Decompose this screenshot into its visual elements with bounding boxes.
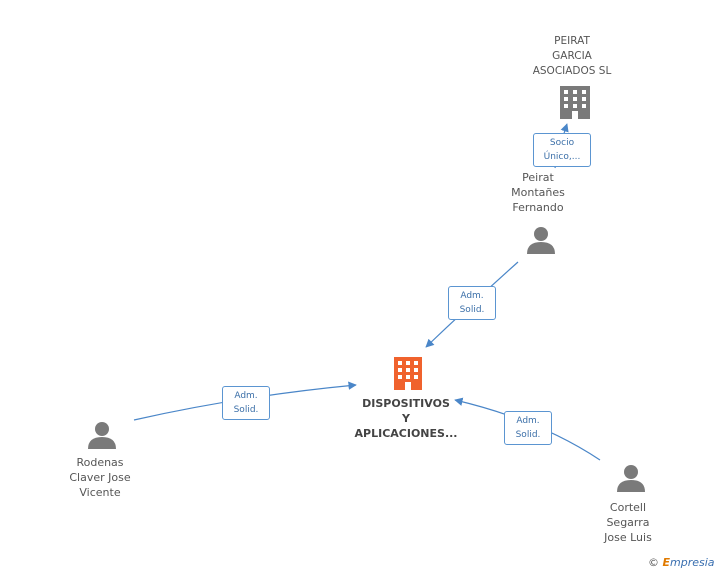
edge-label-socio[interactable]: Socio Único,... bbox=[533, 133, 591, 167]
person-icon-peirat-montanes[interactable] bbox=[527, 227, 555, 254]
edge-label-adm-cortell[interactable]: Adm. Solid. bbox=[504, 411, 552, 445]
edge-label-adm-rodenas[interactable]: Adm. Solid. bbox=[222, 386, 270, 420]
edge-label-adm-peirat[interactable]: Adm. Solid. bbox=[448, 286, 496, 320]
company-label-center[interactable]: DISPOSITIVOS Y APLICACIONES... bbox=[354, 397, 458, 440]
building-icon[interactable] bbox=[560, 86, 590, 119]
person-label-peirat-montanes[interactable]: Peirat Montañes Fernando bbox=[511, 171, 565, 214]
person-icon-rodenas[interactable] bbox=[88, 422, 116, 449]
brand-logo: © Empresia bbox=[648, 556, 715, 569]
person-icon-cortell[interactable] bbox=[617, 465, 645, 492]
copyright-symbol: © bbox=[648, 556, 659, 569]
person-label-rodenas[interactable]: Rodenas Claver Jose Vicente bbox=[69, 456, 131, 499]
person-label-cortell[interactable]: Cortell Segarra Jose Luis bbox=[604, 501, 652, 544]
building-icon-center[interactable] bbox=[394, 357, 422, 390]
brand-name: mpresia bbox=[670, 556, 715, 569]
company-label-peirat-garcia[interactable]: PEIRAT GARCIA ASOCIADOS SL bbox=[532, 35, 612, 77]
brand-e: E bbox=[662, 556, 671, 569]
